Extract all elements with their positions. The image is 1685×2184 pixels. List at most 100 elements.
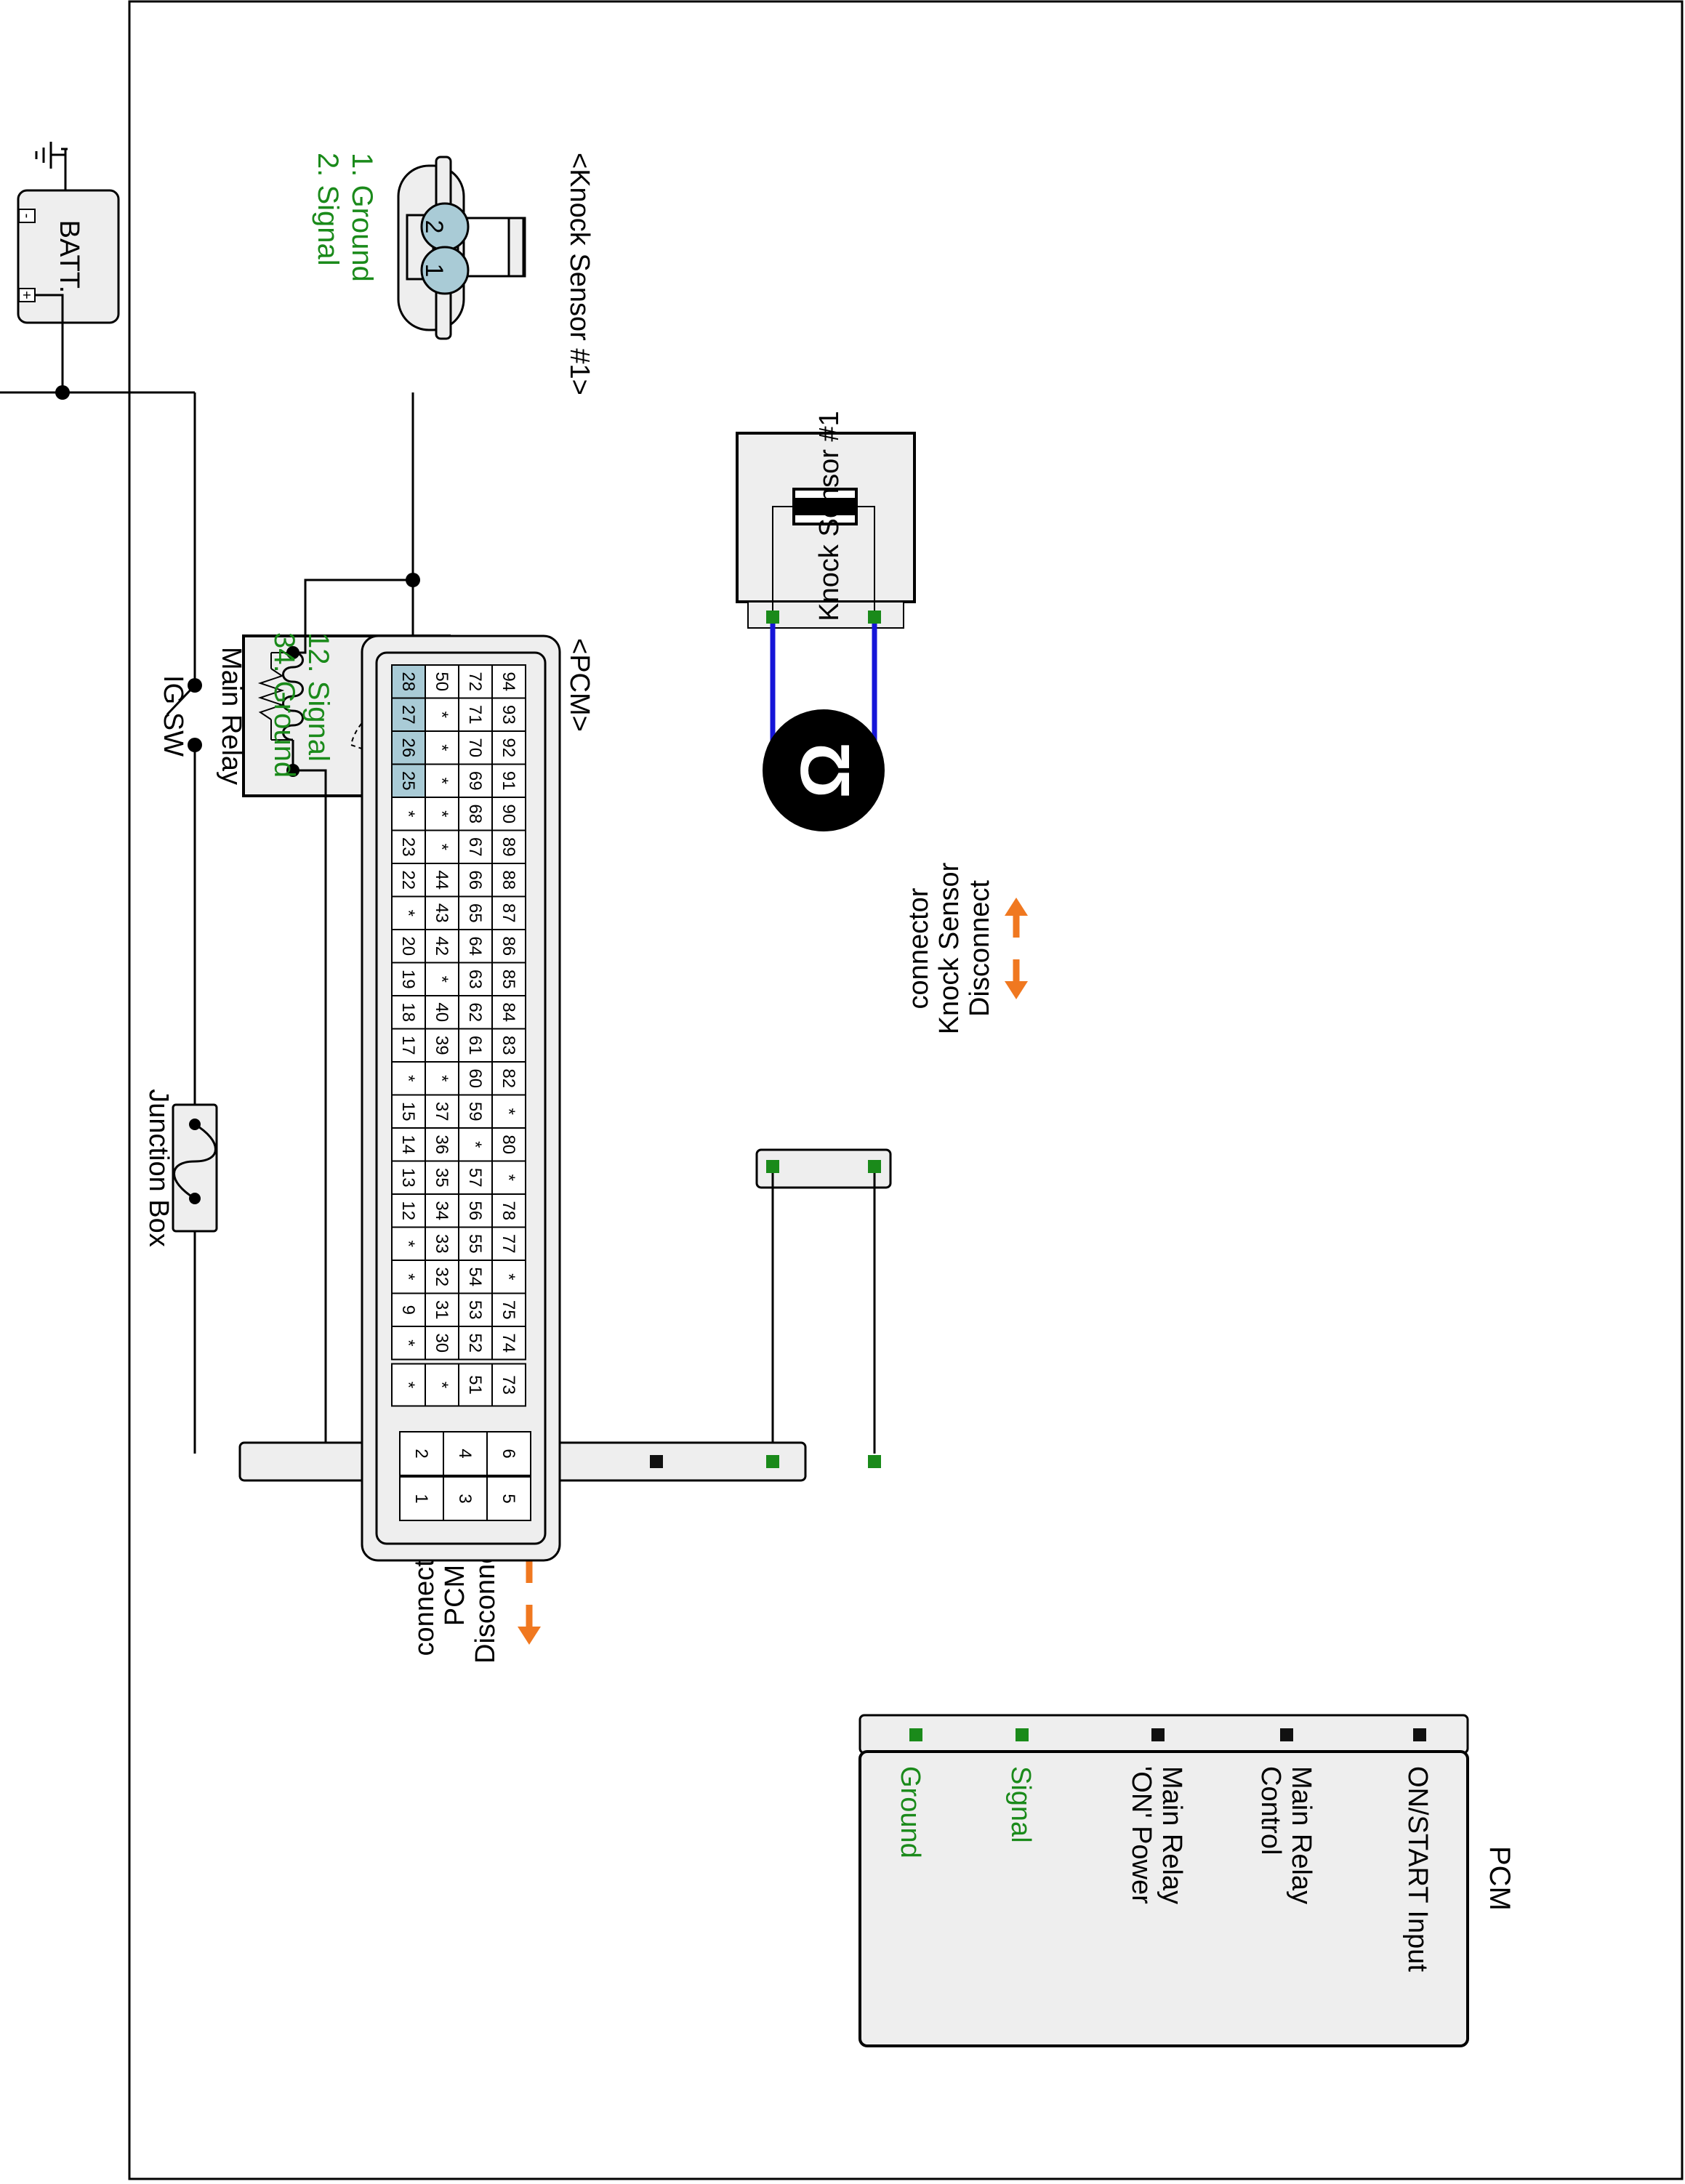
pcm-pin-1-2: 70 [465, 738, 485, 757]
pcm-legend-2: 34. Ground [268, 632, 300, 778]
pcm-pin-2-0: 50 [432, 672, 451, 691]
pcm-pin-2-0-cell [425, 664, 459, 699]
pcm-pin-3-17: * [398, 1241, 418, 1247]
pcm-pin-3-9: 19 [398, 970, 418, 989]
pcm-pin-2-1: * [432, 712, 451, 718]
pcm-pin-1-18: 54 [465, 1267, 485, 1286]
pcm-small-pin-2-b-cell [399, 1476, 444, 1521]
disconnect-knock-line2: Knock Sensor [934, 862, 965, 1034]
ohmmeter-icon [763, 709, 885, 831]
pcm-pin-3-16-cell [391, 1193, 426, 1228]
pcm-pin-3-0: 28 [398, 672, 418, 691]
pcm-pin-extra-1: 51 [465, 1375, 485, 1395]
pcm-pin-0-15: * [499, 1174, 518, 1181]
pcm-pin-3-3: 25 [398, 771, 418, 791]
pcm-pin-1-3-cell [458, 763, 493, 798]
pcm-pin-1-19: 53 [465, 1300, 485, 1320]
pcm-pin-3-4-cell [391, 797, 426, 831]
pcm-pin-1-4: 68 [465, 804, 485, 823]
pcm-connector-title: <PCM> [564, 638, 595, 732]
pcm-pin-3-7-cell [391, 895, 426, 930]
pcm-pin-2-18: 32 [432, 1267, 451, 1286]
pcm-pin-3-20: * [398, 1339, 418, 1346]
pcm-small-pin-1-b-cell [443, 1476, 488, 1521]
pcm-pin-2-11-cell [425, 1028, 459, 1063]
pcm-pin-2-15: 35 [432, 1168, 451, 1188]
pcm-pin-1-5: 67 [465, 837, 485, 857]
pcm-pin-3-4: * [398, 810, 418, 817]
pcm-pin-3-0-cell [391, 664, 426, 699]
pcm-pin-0-11: 83 [499, 1036, 518, 1055]
pcm-pin-extra-0-cell [491, 1363, 526, 1407]
pcm-pin-extra-0: 73 [499, 1375, 518, 1395]
pcm-pin-0-10-cell [491, 995, 526, 1030]
pcm-pin-2-5: * [432, 844, 451, 850]
pcm-pin-2-20: 30 [432, 1333, 451, 1353]
ohm-symbol: Ω [787, 743, 864, 799]
disconnect-knock-line3: connector [904, 887, 934, 1009]
pcm-pin-3-11-cell [391, 1028, 426, 1063]
fuse-icon [173, 1123, 217, 1200]
pcm-pin-0-18: * [499, 1273, 518, 1280]
pcm-pin-relay-control-1: Main Relay [1286, 1766, 1316, 1904]
pcm-pin-1-9: 63 [465, 970, 485, 989]
pcm-pin-2-7: 43 [432, 903, 451, 923]
pcm-pin-1-14: * [465, 1141, 485, 1148]
pcm-pin-1-10: 62 [465, 1002, 485, 1022]
pcm-small-pin-1-a-cell [443, 1431, 488, 1476]
pcm-pin-signal: Signal [1005, 1766, 1036, 1843]
pcm-pin-0-20-cell [491, 1326, 526, 1361]
relay-coil-icon [282, 651, 304, 741]
knock-pin-1 [420, 246, 470, 295]
pcm-pin-3-16: 12 [398, 1201, 418, 1220]
knock-connector-view [397, 156, 526, 340]
knock-pin-2-label: 2 [420, 220, 448, 234]
pcm-pin-0-4: 90 [499, 804, 518, 823]
pcm-pin-1-5-cell [458, 829, 493, 864]
battery-minus-terminal [18, 209, 36, 223]
pcm-pin-1-13: 59 [465, 1102, 485, 1121]
pcm-pin-extra-2-cell [425, 1363, 459, 1407]
pcm-pin-3-18: * [398, 1273, 418, 1280]
relay-control-wire [293, 769, 327, 1454]
pcm-pin-relay-control-2: Control [1255, 1766, 1286, 1855]
battery-minus-label: - [19, 214, 35, 219]
pcm-pin-3-10: 18 [398, 1002, 418, 1022]
pcm-pin-2-10: 40 [432, 1002, 451, 1022]
pcm-pin-3-5: 23 [398, 837, 418, 857]
pcm-pin-3-1-cell [391, 697, 426, 732]
pcm-pin-2-13: 37 [432, 1102, 451, 1121]
knock-sensor-label: Knock Sensor #1 [814, 411, 845, 621]
pcm-pin-1-15-cell [458, 1160, 493, 1195]
pcm-pin-3-15: 13 [398, 1168, 418, 1188]
pcm-pin-1-1: 71 [465, 705, 485, 725]
pcm-pin-0-20: 74 [499, 1333, 518, 1353]
pcm-pin-0-9: 85 [499, 970, 518, 989]
pcm-pin-0-17: 77 [499, 1234, 518, 1254]
knock-legend-1: 1. Ground [346, 153, 378, 282]
pcm-small-pin-2-a: 2 [411, 1448, 431, 1458]
pcm-pin-on-start: ON/START Input [1402, 1766, 1433, 1972]
pcm-pin-3-20-cell [391, 1326, 426, 1361]
pcm-pin-1-12: 60 [465, 1068, 485, 1088]
pcm-pin-3-13-cell [391, 1094, 426, 1129]
pcm-small-pin-0-b: 5 [499, 1494, 518, 1503]
pcm-pin-extra-3: * [398, 1382, 418, 1388]
pcm-label: PCM [1484, 1846, 1516, 1911]
knock-legend-2: 2. Signal [312, 153, 344, 266]
battery-label: BATT. [54, 220, 84, 294]
pcm-pin-1-17: 55 [465, 1234, 485, 1254]
pcm-pin-3-11: 17 [398, 1036, 418, 1055]
pcm-pin-2-3: * [432, 778, 451, 784]
pcm-pin-2-16-cell [425, 1193, 459, 1228]
pcm-pin-1-16: 56 [465, 1201, 485, 1220]
pcm-pin-0-5-cell [491, 829, 526, 864]
pcm-pin-2-6: 44 [432, 870, 451, 890]
pcm-pin-extra-2: * [432, 1382, 451, 1388]
pcm-pin-2-2-cell [425, 730, 459, 765]
pcm-pin-3-14: 14 [398, 1135, 418, 1154]
pcm-pin-3-12: * [398, 1075, 418, 1081]
pcm-pin-0-1: 93 [499, 705, 518, 725]
ig-sw-label: IG SW [158, 675, 188, 757]
main-relay-label: Main Relay [216, 647, 246, 785]
